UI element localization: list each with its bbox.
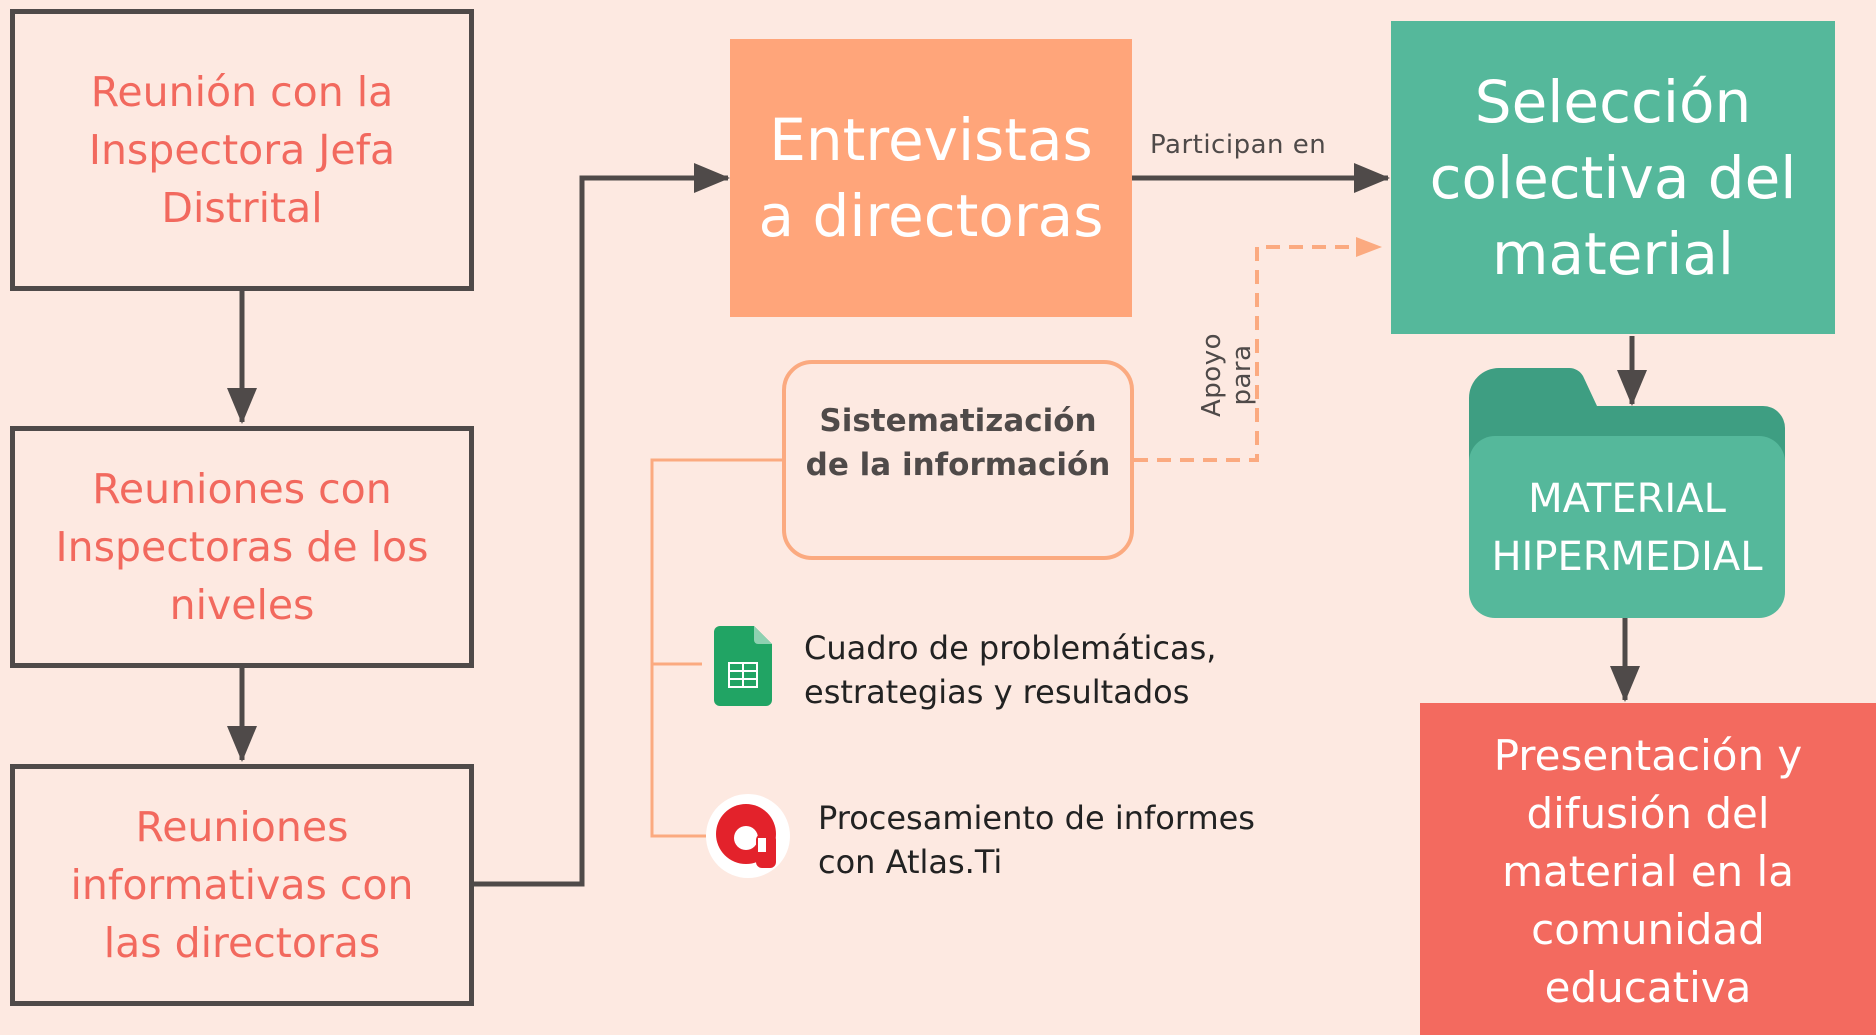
interviews-line: a directoras	[758, 182, 1104, 250]
presentation-line: material en la	[1502, 847, 1794, 896]
folder-line: MATERIAL	[1528, 476, 1726, 522]
edge-label-participan: Participan en	[1150, 130, 1327, 160]
edge-label-apoyo: Apoyo para	[1197, 333, 1257, 417]
box-sistematizacion: Sistematización de la información	[782, 360, 1134, 560]
tool-sheets-line: estrategias y resultados	[804, 673, 1190, 711]
arrow-apoyo-dashed	[1134, 237, 1382, 462]
arrow-box3-interviews	[472, 163, 730, 887]
folder-icon: MATERIAL HIPERMEDIAL	[1469, 368, 1785, 618]
tool-atlas-text: Procesamiento de informes con Atlas.Ti	[818, 796, 1255, 884]
tool-atlas-line: Procesamiento de informes	[818, 799, 1255, 837]
box3-line: informativas con	[70, 861, 414, 909]
box-seleccion-colectiva: Selección colectiva del material	[1391, 21, 1835, 334]
box2-line: Reuniones con	[92, 465, 392, 513]
box2-line: niveles	[169, 581, 315, 629]
box-entrevistas: Entrevistas a directoras	[730, 39, 1132, 317]
tool-sheets-text: Cuadro de problemáticas, estrategias y r…	[804, 626, 1216, 714]
box1-line: Reunión con la	[90, 68, 394, 116]
presentation-line: educativa	[1544, 963, 1752, 1012]
box-presentacion: Presentación y difusión del material en …	[1420, 703, 1876, 1035]
google-sheets-icon	[714, 626, 772, 706]
box1-line: Distrital	[161, 184, 323, 232]
box3-line: las directoras	[103, 919, 381, 967]
box-reuniones-informativas: Reuniones informativas con las directora…	[10, 764, 474, 1006]
atlas-ti-icon	[706, 794, 790, 878]
box3-line: Reuniones	[135, 803, 349, 851]
tool-atlas-line: con Atlas.Ti	[818, 843, 1003, 881]
selection-line: colectiva del	[1429, 143, 1797, 212]
presentation-line: difusión del	[1526, 789, 1770, 838]
presentation-line: comunidad	[1531, 905, 1765, 954]
presentation-line: Presentación y	[1493, 731, 1803, 780]
selection-line: material	[1491, 219, 1735, 288]
selection-line: Selección	[1474, 67, 1752, 136]
tree-line-main	[650, 458, 782, 838]
box1-line: Inspectora Jefa	[88, 126, 396, 174]
folder-line: HIPERMEDIAL	[1491, 534, 1763, 580]
systematization-line: de la información	[805, 447, 1111, 483]
systematization-line: Sistematización	[819, 403, 1097, 439]
tool-sheets-line: Cuadro de problemáticas,	[804, 629, 1217, 667]
box-reunion-inspectora-jefa: Reunión con la Inspectora Jefa Distrital	[10, 9, 474, 291]
box2-line: Inspectoras de los	[55, 523, 429, 571]
box-reuniones-inspectoras-niveles: Reuniones con Inspectoras de los niveles	[10, 426, 474, 668]
interviews-line: Entrevistas	[769, 106, 1093, 174]
